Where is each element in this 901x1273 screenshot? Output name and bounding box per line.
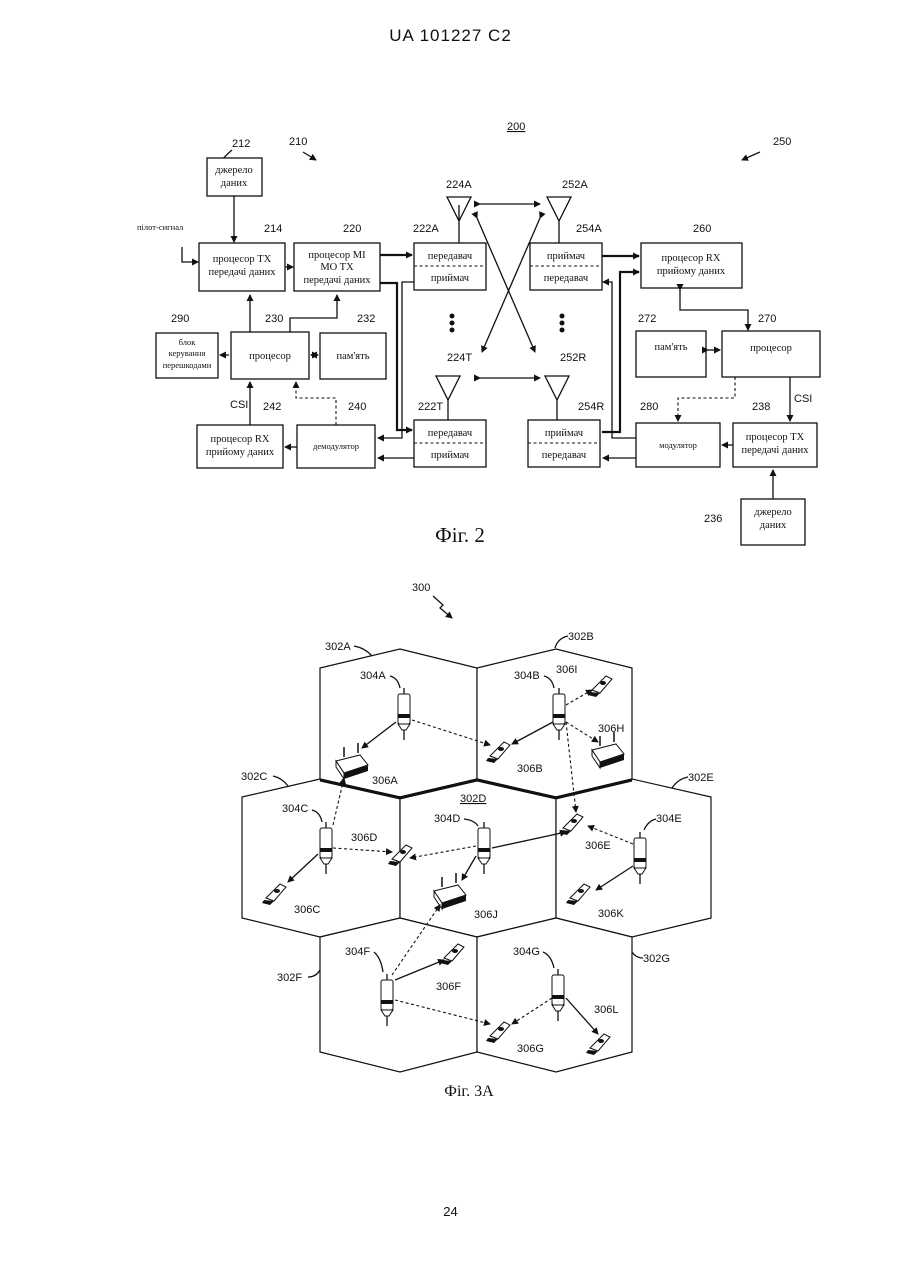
label-304e: 304E	[656, 813, 682, 825]
label-300: 300	[412, 582, 430, 594]
label-306f: 306F	[436, 981, 461, 993]
page-number: 24	[0, 1204, 901, 1219]
label-302e: 302E	[688, 772, 714, 784]
label-304d: 304D	[434, 813, 460, 825]
label-306e: 306E	[585, 840, 611, 852]
label-302d: 302D	[460, 793, 486, 805]
label-306c: 306C	[294, 904, 320, 916]
figure-3a-caption: Фіг. 3A	[444, 1083, 494, 1100]
label-306b: 306B	[517, 763, 543, 775]
cell-302f	[320, 918, 477, 1072]
label-306l: 306L	[594, 1004, 618, 1016]
label-304a: 304A	[360, 670, 386, 682]
label-302g: 302G	[643, 953, 670, 965]
label-302c: 302C	[241, 771, 267, 783]
label-304f: 304F	[345, 946, 370, 958]
label-304b: 304B	[514, 670, 540, 682]
label-306j: 306J	[474, 909, 498, 921]
label-302b: 302B	[568, 631, 594, 643]
label-302a: 302A	[325, 641, 351, 653]
label-304c: 304C	[282, 803, 308, 815]
label-306a: 306A	[372, 775, 398, 787]
label-306g: 306G	[517, 1043, 544, 1055]
label-304g: 304G	[513, 946, 540, 958]
label-306h: 306H	[598, 723, 624, 735]
label-302f: 302F	[277, 972, 302, 984]
label-306k: 306K	[598, 908, 624, 920]
pointer-300	[433, 596, 452, 618]
label-306i: 306I	[556, 664, 577, 676]
label-306d: 306D	[351, 832, 377, 844]
